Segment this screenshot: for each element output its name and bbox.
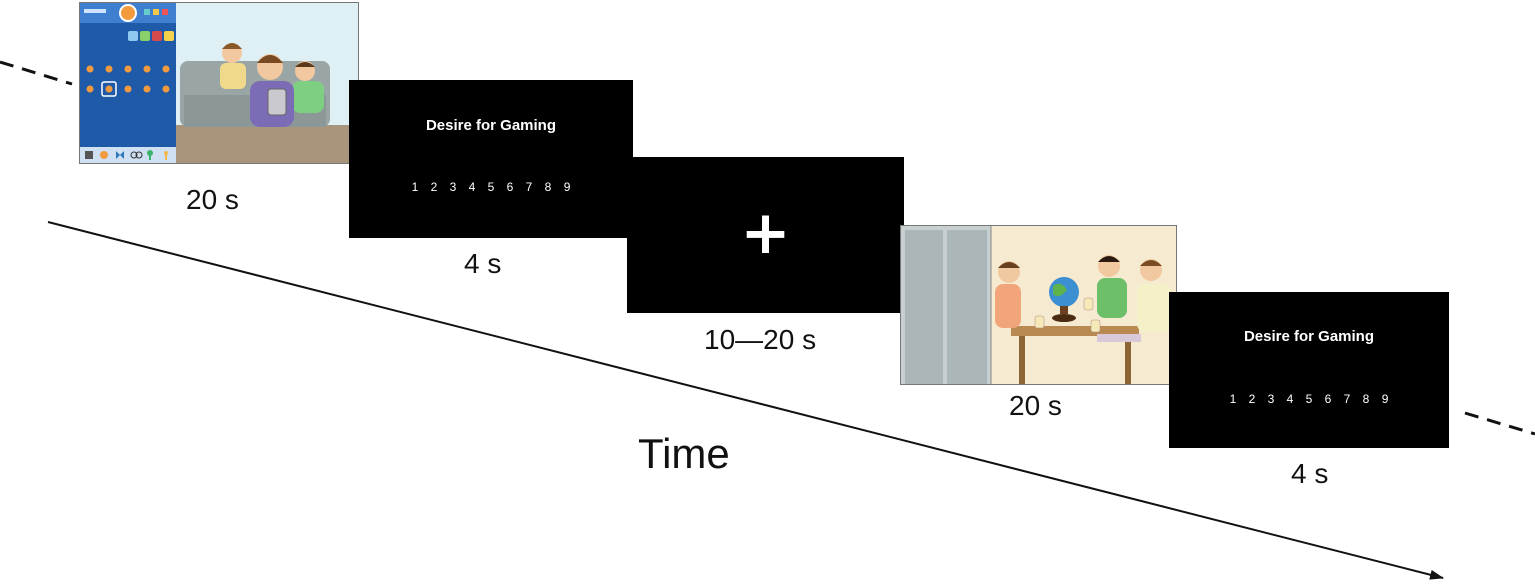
fixation-screen: + [627, 157, 904, 313]
neutral-cue-image [900, 225, 1177, 385]
time-axis-arrow [47, 221, 1444, 580]
continuation-dash-left [0, 60, 73, 86]
duration-label: 20 s [186, 184, 239, 215]
rating-screen: Desire for Gaming 1 2 3 4 5 6 7 8 9 [349, 80, 633, 238]
continuation-dash-right [1464, 411, 1535, 436]
duration-label: 20 s [1009, 390, 1062, 421]
rating-prompt: Desire for Gaming [1243, 328, 1375, 345]
gaming-cue-image [79, 2, 359, 164]
duration-label: 4 s [464, 248, 502, 279]
rating-screen: Desire for Gaming 1 2 3 4 5 6 7 8 9 [1169, 292, 1449, 448]
duration-label: 4 s [1291, 458, 1329, 489]
time-axis-label: Time [638, 430, 730, 477]
rating-scale: 1 2 3 4 5 6 7 8 9 [411, 180, 571, 194]
rating-prompt: Desire for Gaming [425, 117, 557, 134]
duration-label: 10—20 s [704, 324, 817, 355]
fixation-cross: + [740, 198, 791, 268]
rating-scale: 1 2 3 4 5 6 7 8 9 [1229, 392, 1389, 406]
